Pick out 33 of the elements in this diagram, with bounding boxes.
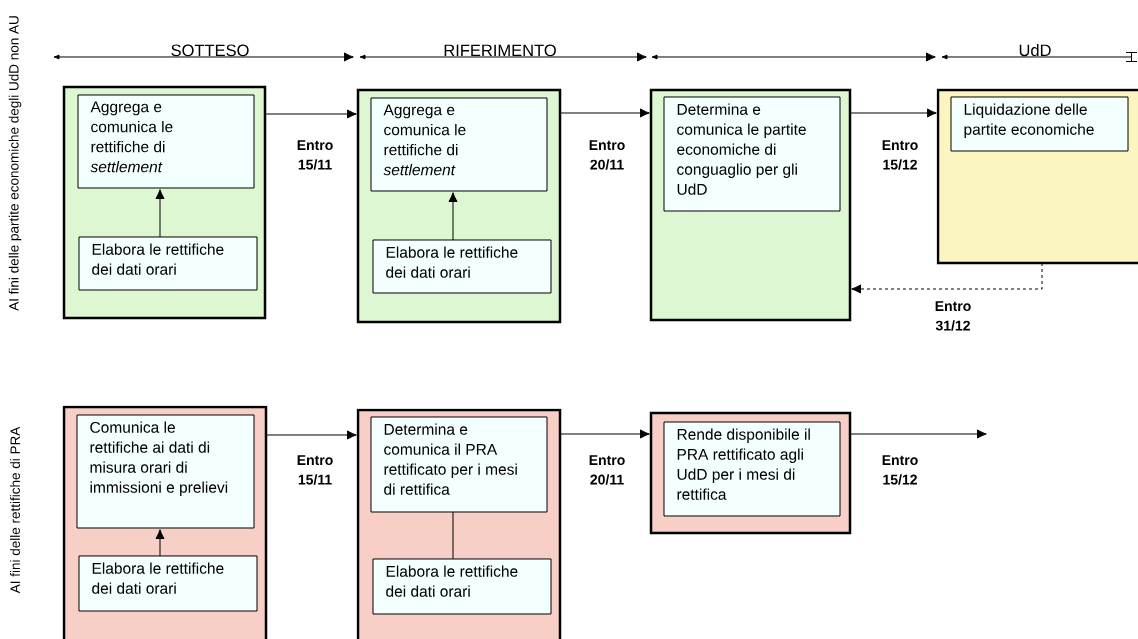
process-box: Elabora le rettifiche dei dati orari xyxy=(78,236,258,291)
arrow xyxy=(264,109,357,119)
edge-label: Entro 15/11 xyxy=(297,455,333,485)
process-box: Liquidazione delle partite economiche xyxy=(950,96,1129,152)
process-box: Comunica le rettifiche ai dati di misura orari di immissioni e prelievi xyxy=(76,414,255,529)
column-header: UdD xyxy=(1019,44,1051,57)
process-box: Determina e comunica il PRA rettificato per i mesi di rettifica xyxy=(370,416,548,513)
arrow xyxy=(851,262,1043,294)
process-box: Aggrega e comunica le rettifiche di settlement xyxy=(370,97,548,192)
edge-label: Entro 15/12 xyxy=(882,140,918,170)
edge-label: Entro 15/11 xyxy=(297,140,333,170)
arrow xyxy=(265,430,357,440)
process-box: Determina e comunica le partite economiche di conguaglio per gli UdD xyxy=(663,96,841,212)
row-label: AI fini delle partite economiche degli UdD non AU xyxy=(8,16,22,311)
process-box: Elabora le rettifiche dei dati orari xyxy=(372,558,552,615)
arrow xyxy=(849,108,937,118)
process-box: Elabora le rettifiche dei dati orari xyxy=(372,239,552,294)
arrow xyxy=(155,529,165,557)
arrow xyxy=(559,108,650,118)
edge-label: Entro 15/12 xyxy=(882,455,918,485)
arrow xyxy=(155,189,165,238)
column-header: SOTTESO xyxy=(171,44,249,57)
arrow xyxy=(849,429,987,439)
row-label: AI fini delle rettifiche di PRA xyxy=(10,426,20,594)
column-header: RIFERIMENTO xyxy=(444,44,556,57)
arrow xyxy=(448,192,458,241)
process-box: Aggrega e comunica le rettifiche di settlement xyxy=(77,94,255,189)
edge-label: Entro 31/12 xyxy=(935,301,971,331)
edge-label: Entro 20/11 xyxy=(589,140,625,170)
process-box: Rende disponibile il PRA rettificato agli UdD per i mesi di rettifica xyxy=(663,421,841,517)
edge-label: Entro 20/11 xyxy=(589,455,625,485)
process-box: Elabora le rettifiche dei dati orari xyxy=(78,555,258,612)
arrow xyxy=(559,429,650,439)
